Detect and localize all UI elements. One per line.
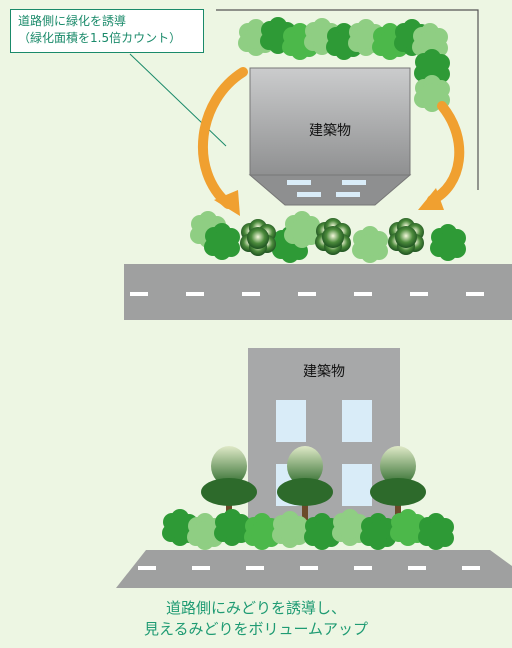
greening-callout-box: 道路側に緑化を誘導 （緑化面積を1.5倍カウント） <box>10 9 204 53</box>
callout-line-2: （緑化面積を1.5倍カウント） <box>18 31 182 45</box>
road-bottom <box>116 550 512 588</box>
callout-line-1: 道路側に緑化を誘導 <box>18 14 127 28</box>
roadside-trees <box>201 446 426 522</box>
tree-right <box>370 446 426 522</box>
caption-line-1: 道路側にみどりを誘導し、 <box>165 599 346 617</box>
site-boundary-line <box>216 9 479 190</box>
roadside-greenery-top <box>190 211 466 263</box>
road-top <box>124 264 512 320</box>
left-curved-arrow <box>197 67 248 216</box>
building-top-label: 建築物 <box>309 123 351 139</box>
tree-center <box>277 446 333 522</box>
diagram-caption: 道路側にみどりを誘導し、 見えるみどりをボリュームアップ <box>0 598 512 640</box>
right-curved-arrow <box>418 101 465 210</box>
building-top-view <box>248 67 412 206</box>
caption-line-2: 見えるみどりをボリュームアップ <box>143 620 369 638</box>
callout-leader-line <box>129 53 227 147</box>
building-bottom-label: 建築物 <box>303 364 345 380</box>
